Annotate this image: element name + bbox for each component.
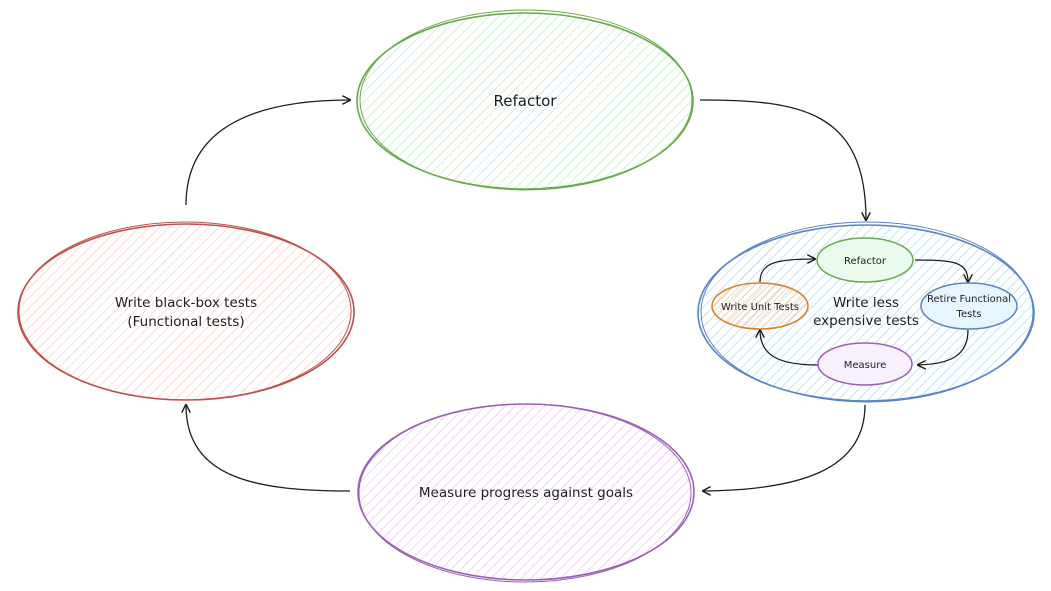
inner-edge-write-unit-to-refactor — [759, 259, 815, 283]
inner-edge-measure-to-write-unit — [760, 330, 819, 366]
inner-node-write-unit-label: Write Unit Tests — [721, 302, 799, 313]
node-refactor-shape — [356, 12, 694, 190]
node-write-less-sketch — [700, 221, 1034, 403]
edge-measure-to-blackbox — [186, 405, 351, 492]
node-write-less-expensive: Write less expensive tests Refactor Reti… — [697, 221, 1035, 403]
inner-node-measure-shape — [817, 342, 913, 386]
edge-refactor-to-less-expensive — [699, 99, 866, 220]
node-measure-progress-label: Measure progress against goals — [419, 485, 633, 501]
node-refactor-sketch — [359, 9, 693, 191]
inner-node-retire-functional: Retire Functional Tests — [920, 282, 1018, 330]
inner-node-retire-label-1: Retire Functional — [927, 294, 1011, 305]
inner-node-refactor: Refactor — [816, 237, 914, 283]
inner-node-refactor-label: Refactor — [844, 256, 887, 267]
inner-node-retire-shape — [920, 282, 1018, 330]
inner-node-write-unit-tests: Write Unit Tests — [711, 282, 809, 330]
inner-edge-retire-to-measure — [918, 329, 969, 365]
edge-less-expensive-to-measure — [703, 404, 866, 491]
node-write-blackbox-sketch — [18, 221, 352, 401]
inner-node-write-unit-shape — [711, 282, 809, 330]
inner-node-retire-label-2: Tests — [956, 309, 982, 320]
node-write-less-label-1: Write less — [833, 295, 899, 311]
node-write-less-shape — [697, 224, 1035, 402]
node-measure-progress: Measure progress against goals — [357, 403, 695, 583]
inner-node-refactor-shape — [816, 237, 914, 283]
inner-edge-refactor-to-retire — [914, 259, 968, 282]
node-measure-progress-sketch — [358, 403, 692, 583]
inner-node-measure: Measure — [817, 342, 913, 386]
edge-blackbox-to-refactor — [185, 100, 350, 206]
node-write-blackbox-tests: Write black-box tests (Functional tests) — [17, 221, 355, 401]
inner-node-measure-label: Measure — [844, 360, 887, 371]
node-write-blackbox-label-1: Write black-box tests — [115, 295, 257, 311]
node-refactor-label: Refactor — [494, 92, 558, 110]
node-refactor: Refactor — [356, 9, 694, 191]
node-write-less-label-2: expensive tests — [813, 313, 919, 329]
node-write-blackbox-label-2: (Functional tests) — [127, 314, 244, 330]
